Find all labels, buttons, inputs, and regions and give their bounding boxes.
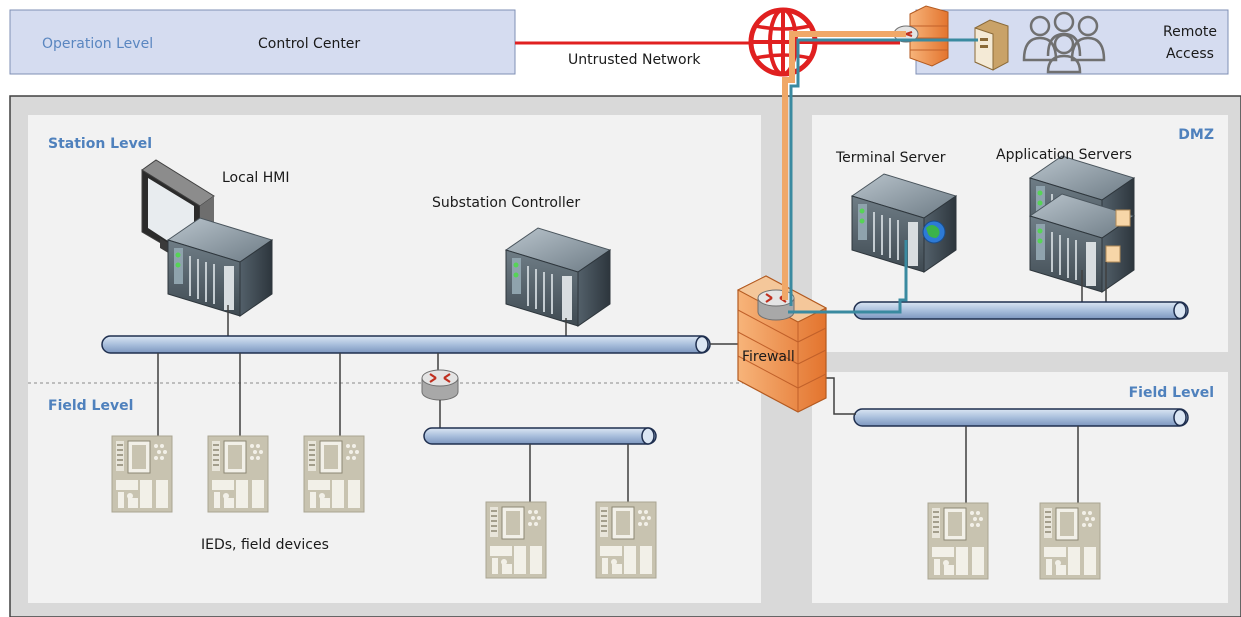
ied-device-5 bbox=[595, 501, 657, 579]
dmz-label: DMZ bbox=[1178, 127, 1214, 143]
ied-device-2 bbox=[207, 435, 269, 513]
remote-access-label-line2: Access bbox=[1166, 46, 1214, 62]
ied-device-4 bbox=[485, 501, 547, 579]
field-router-icon bbox=[420, 368, 460, 402]
internet-globe-icon bbox=[748, 7, 818, 77]
control-center-label: Control Center bbox=[258, 36, 360, 52]
remote-pc-icon bbox=[974, 19, 1009, 71]
field-bus-right bbox=[853, 408, 1189, 427]
ied-device-3 bbox=[303, 435, 365, 513]
field-bus-station bbox=[423, 427, 657, 445]
station-level-label: Station Level bbox=[48, 136, 152, 152]
untrusted-network-label: Untrusted Network bbox=[568, 52, 701, 68]
ied-device-7 bbox=[1039, 502, 1101, 580]
application-servers-label: Application Servers bbox=[996, 147, 1132, 163]
dmz-bus bbox=[853, 301, 1189, 320]
station-bus bbox=[101, 335, 711, 354]
remote-access-label-line1: Remote bbox=[1163, 24, 1217, 40]
remote-access-path bbox=[782, 31, 906, 300]
ied-device-6 bbox=[927, 502, 989, 580]
terminal-server-link bbox=[788, 240, 908, 314]
firewall-label: Firewall bbox=[742, 349, 795, 365]
substation-controller-label: Substation Controller bbox=[432, 195, 580, 211]
remote-users-icon bbox=[1022, 11, 1106, 74]
remote-pc-link bbox=[789, 38, 978, 306]
operation-level-label: Operation Level bbox=[42, 36, 153, 52]
local-hmi-label: Local HMI bbox=[222, 170, 289, 186]
field-level-label: Field Level bbox=[48, 398, 133, 414]
ieds-label: IEDs, field devices bbox=[201, 537, 329, 553]
field-level-right-label: Field Level bbox=[1129, 385, 1214, 401]
terminal-server-label: Terminal Server bbox=[835, 150, 946, 166]
firewall-router-icon bbox=[756, 288, 796, 322]
operation-level-band bbox=[9, 9, 516, 75]
field-right-zone bbox=[812, 372, 1228, 603]
ied-device-1 bbox=[111, 435, 173, 513]
globe-badge-icon bbox=[922, 220, 946, 244]
